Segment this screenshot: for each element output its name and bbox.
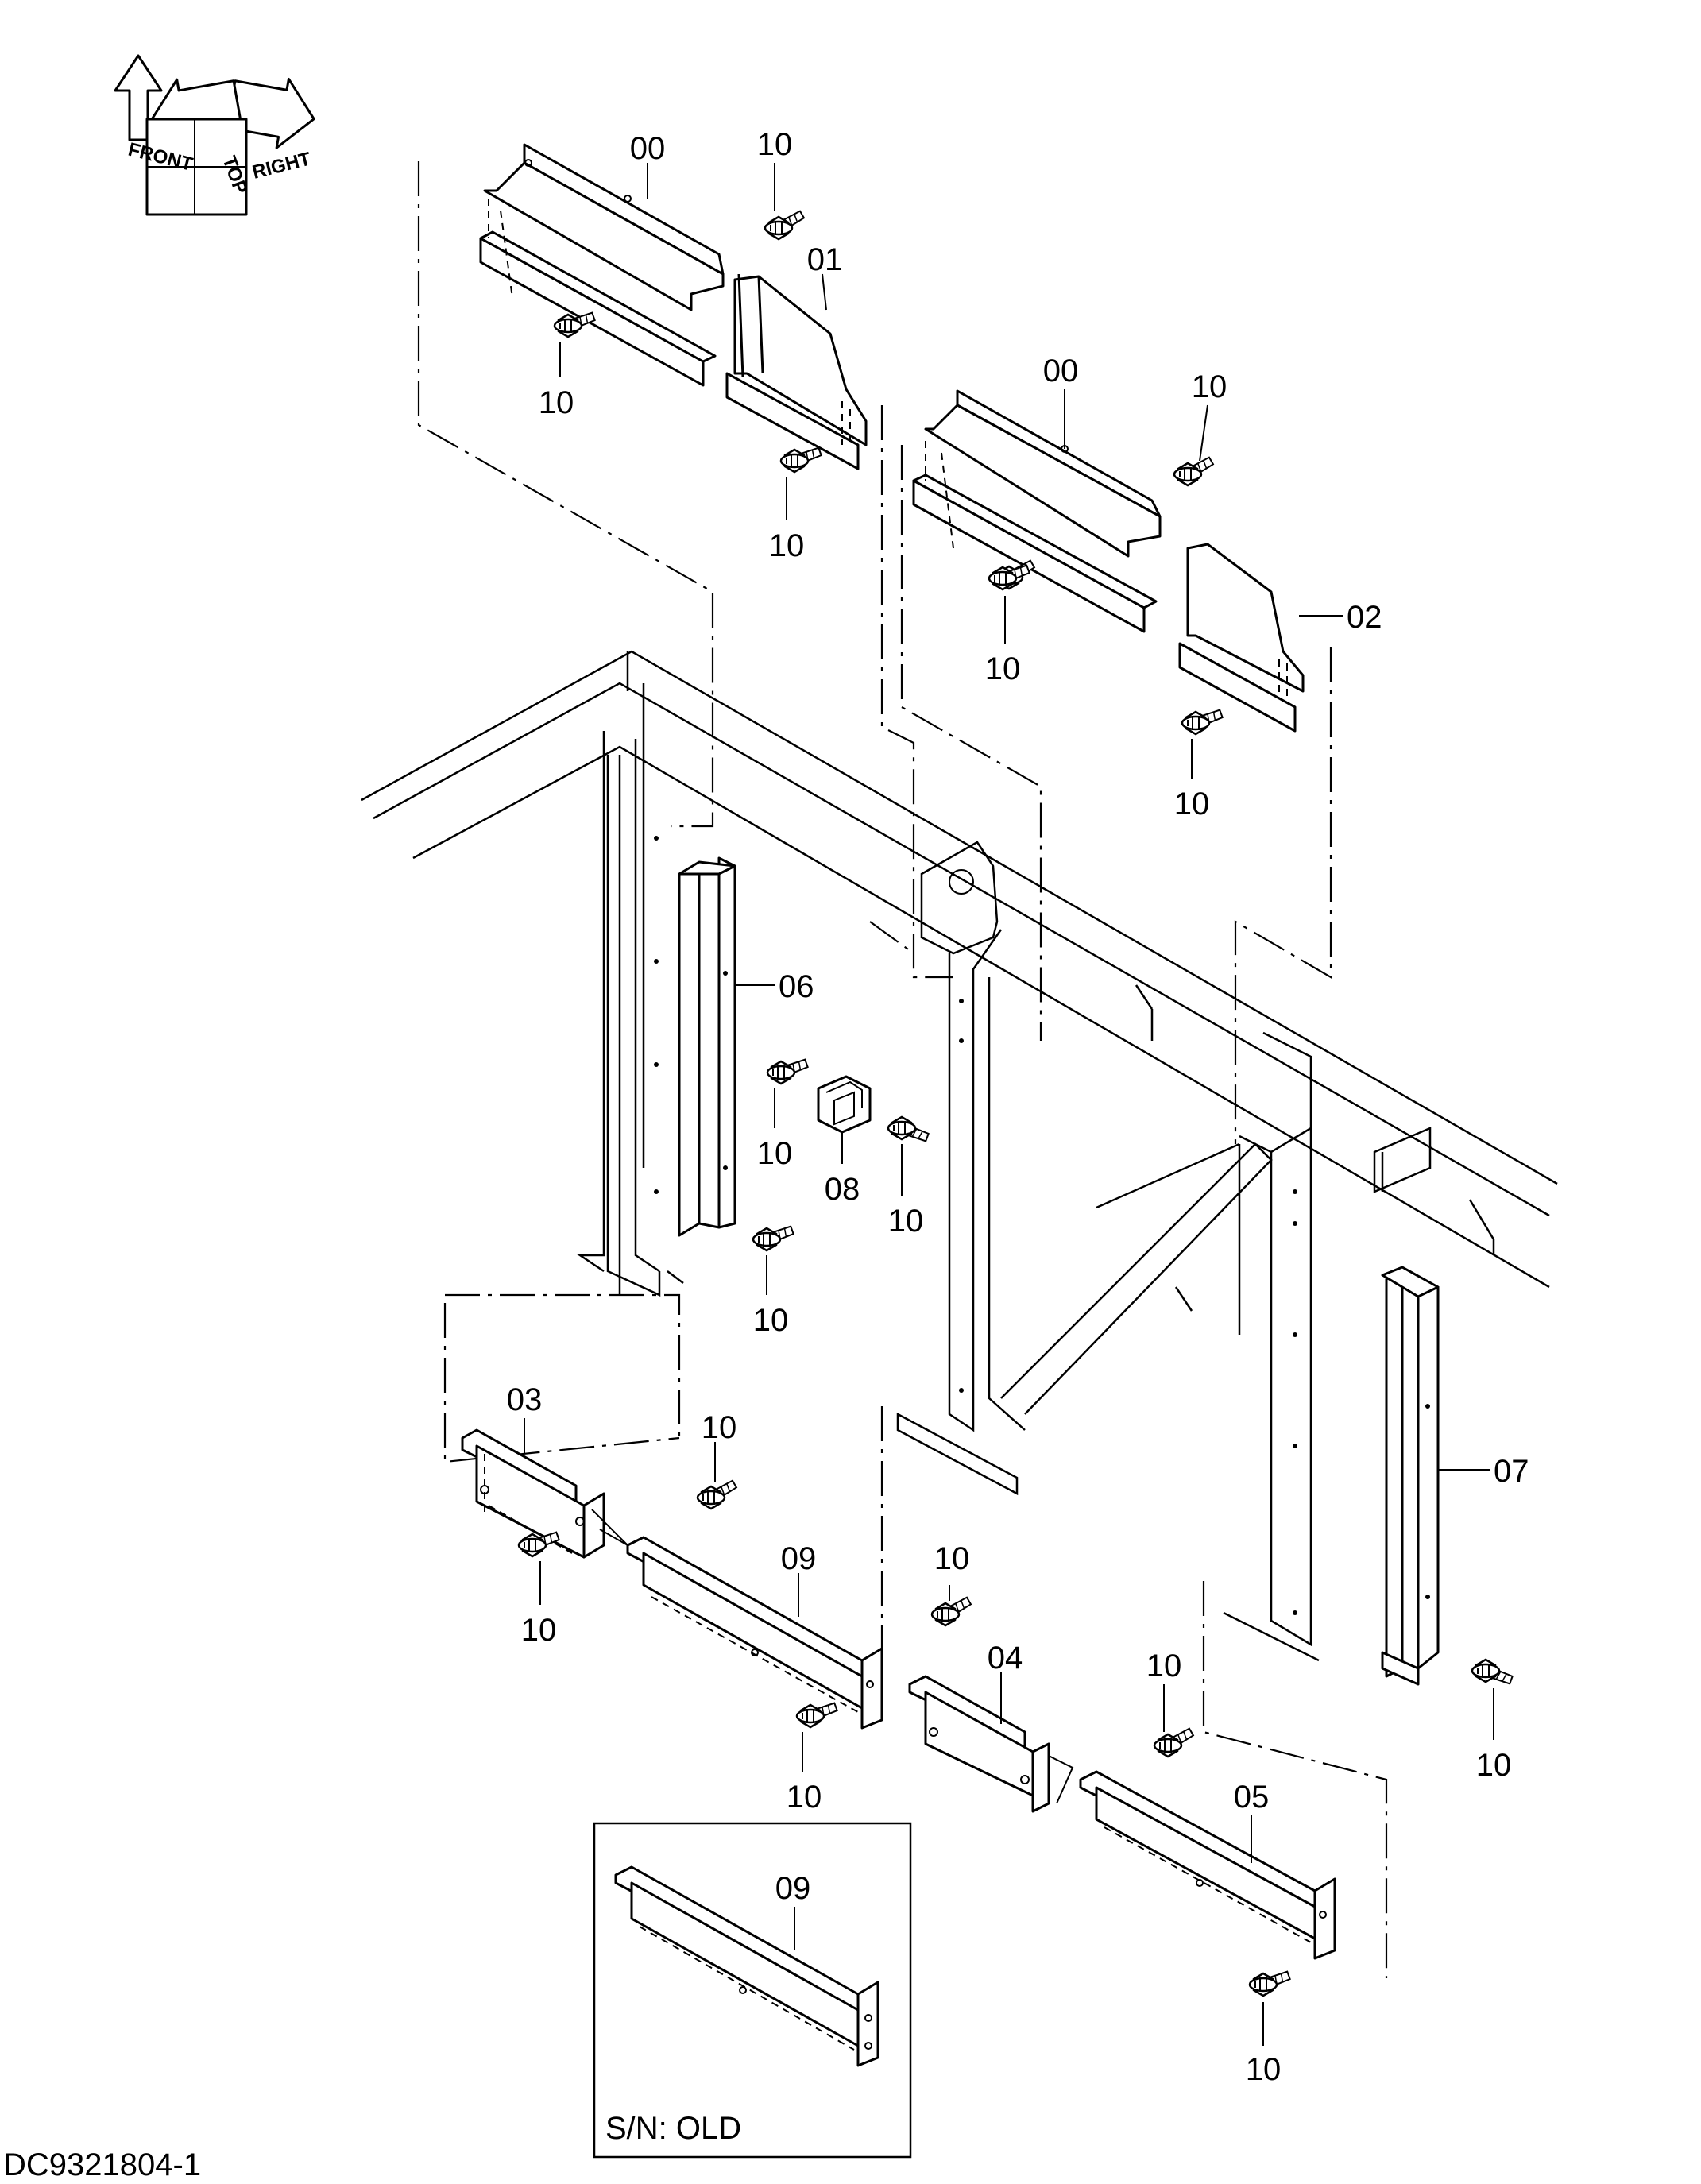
callout-03: 03 [507,1382,543,1417]
callout-10: 10 [757,127,793,162]
part-02-side-plate [1178,543,1305,733]
callout-10: 10 [934,1541,970,1576]
callout-labels: 00 10 01 10 10 00 10 10 02 10 06 10 08 1… [507,127,1529,2087]
part-00-right-cover [912,389,1162,633]
part-08-clip [817,1075,872,1134]
callout-10: 10 [702,1410,737,1445]
part-07-right-rail [1381,1266,1440,1686]
callout-06: 06 [779,969,814,1004]
callout-07: 07 [1494,1454,1529,1489]
part-06-left-rail [678,856,736,1237]
machine-frame [361,650,1558,1662]
callout-10: 10 [769,528,805,563]
callout-10: 10 [757,1136,793,1171]
callout-10: 10 [888,1204,924,1239]
drawing-number: DC9321804-1 [3,2147,201,2182]
part-00-left-cover [479,143,725,387]
part-05-lower-rail [1079,1770,1336,1960]
leader-lines [524,163,1494,2046]
callout-08: 08 [825,1172,860,1207]
assembly-guide-lines [417,161,1388,1978]
part-01-side-plate [725,273,868,470]
callout-09-inset: 09 [775,1871,811,1906]
callout-10: 10 [1174,787,1210,821]
part-03-bracket [461,1428,605,1559]
callout-02: 02 [1347,600,1382,635]
callout-10: 10 [753,1303,789,1338]
callout-10: 10 [521,1613,557,1648]
callout-01: 01 [807,242,843,277]
part-04-bracket [908,1675,1074,1813]
callout-10: 10 [539,385,574,420]
callout-00-right: 00 [1043,354,1079,388]
callout-10: 10 [1246,2052,1282,2087]
callout-05: 05 [1234,1780,1270,1815]
callout-04: 04 [988,1641,1023,1676]
inset-caption: S/N: OLD [605,2111,741,2146]
part-09-lower-rail [591,1509,883,1730]
callout-09: 09 [781,1541,817,1576]
inset-old-serial: 09 S/N: OLD [593,1822,912,2159]
orientation-arrows-icon: FRONT TOP RIGHT [114,54,315,216]
callout-10: 10 [1192,369,1227,404]
callout-10: 10 [1146,1649,1182,1683]
callout-10: 10 [985,651,1021,686]
callout-10: 10 [787,1780,822,1815]
callout-10: 10 [1476,1748,1512,1783]
callout-00-left: 00 [630,131,666,166]
right-label: RIGHT [250,148,313,183]
